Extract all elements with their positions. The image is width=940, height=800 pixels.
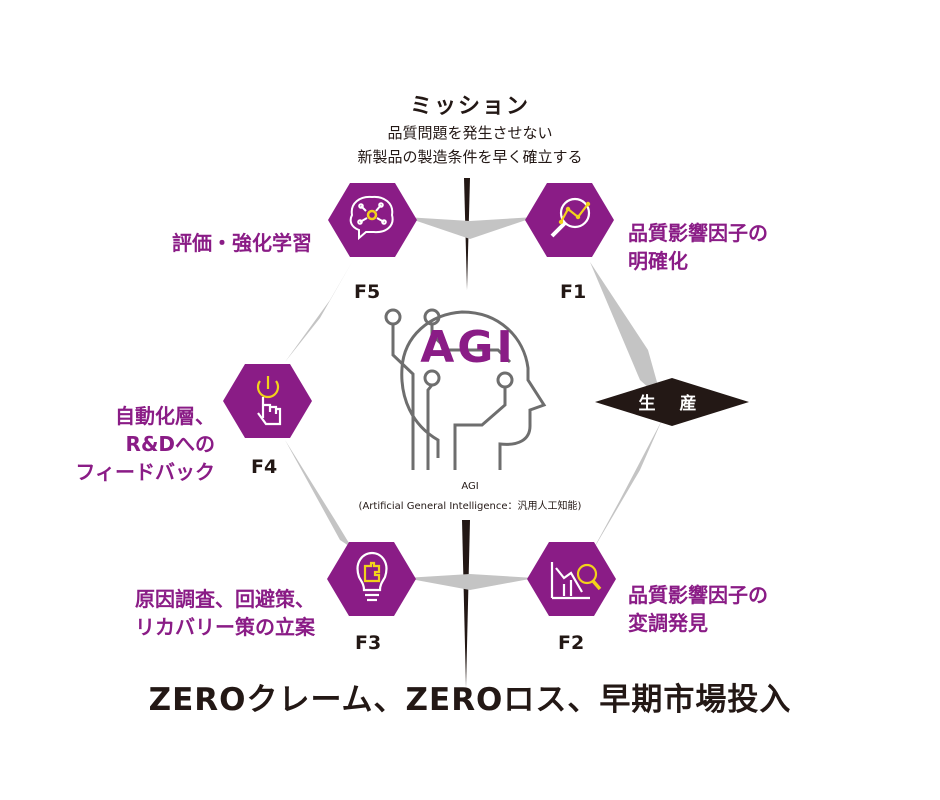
f4-label-line-2: R&Dへの [125,432,215,456]
f1-label: 品質影響因子の 明確化 [628,219,768,275]
agi-caption-abbr: AGI [461,481,479,492]
magnifier-graph-icon [550,197,591,238]
touch-power-icon [256,376,282,426]
connector-f5-f4 [285,262,352,362]
f3-label-line-1: 原因調査、回避策、 [135,587,315,611]
agi-head-circuit-icon [384,308,547,470]
hexagon-f1 [525,183,614,257]
f2-label-line-2: 変調発見 [628,611,708,635]
f5-id: F5 [354,281,381,303]
mission-axis-bottom [462,520,470,688]
f3-label-line-2: リカバリー策の立案 [135,615,315,639]
agi-title: AGI [420,322,516,373]
connector-f1-f2 [590,262,662,400]
f5-label: 評価・強化学習 [172,229,312,257]
f2-id: F2 [558,632,585,654]
f1-label-line-1: 品質影響因子の [628,221,768,245]
mission-title: ミッション [409,94,531,119]
f3-id: F3 [355,632,382,654]
connector-f2-f2b [590,420,662,555]
f4-id: F4 [251,456,278,478]
f4-label: 自動化層、 R&Dへの フィードバック [75,402,215,486]
f2-label: 品質影響因子の 変調発見 [628,581,768,637]
mission-line-1: 品質問題を発生させない [387,124,553,142]
f1-label-line-2: 明確化 [628,249,688,273]
f4-label-line-1: 自動化層、 [115,404,215,428]
hexagon-f4 [223,364,312,438]
declining-chart-magnifier-icon [550,562,602,600]
connector-f4-f3 [285,440,352,548]
hexagon-f2 [527,542,616,616]
mission-line-2: 新製品の製造条件を早く確立する [357,148,583,166]
agi-caption-full: (Artificial General Intelligence：汎用人工知能) [358,501,582,512]
connector-f3-f2 [405,574,535,590]
brain-circuit-icon [349,195,394,241]
lightbulb-puzzle-icon [356,551,388,602]
f5-label-line: 評価・強化学習 [172,231,312,255]
production-diamond [595,378,749,426]
connector-f5-f1 [405,217,535,239]
f2-label-line-1: 品質影響因子の [628,583,768,607]
f3-label: 原因調査、回避策、 リカバリー策の立案 [135,585,315,641]
f1-id: F1 [560,281,587,303]
production-label: 生 産 [638,394,706,414]
f4-label-line-3: フィードバック [75,460,215,484]
hexagon-f3 [327,542,416,616]
goal-statement: ZEROクレーム、ZEROロス、早期市場投入 [148,682,792,718]
